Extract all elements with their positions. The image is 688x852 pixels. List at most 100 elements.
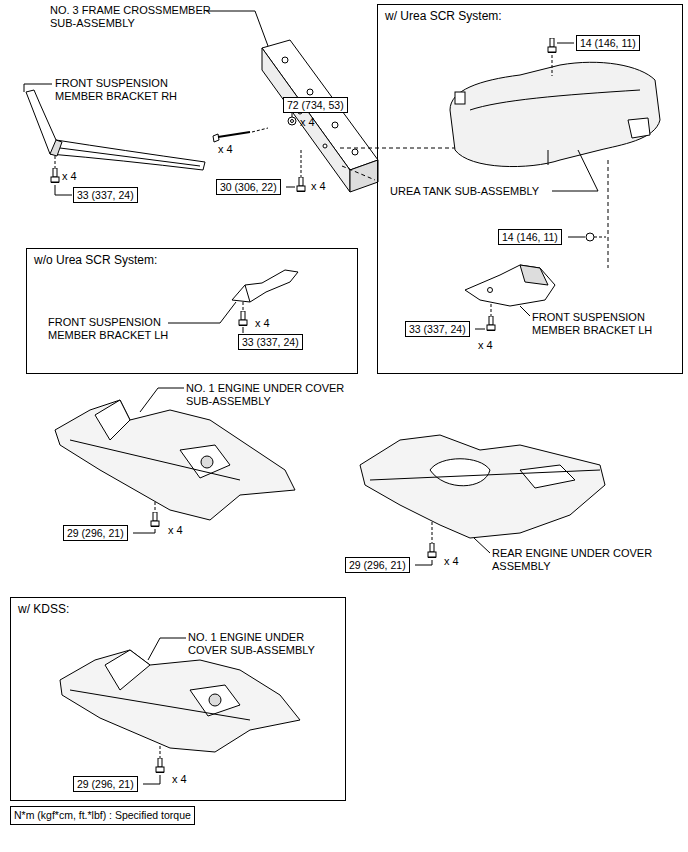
- crossmember-part: [262, 48, 350, 192]
- bolt: [475, 304, 495, 331]
- torque-box: 33 (337, 24): [238, 334, 303, 350]
- leader-line-part: [206, 11, 268, 46]
- bolt-part: [286, 187, 295, 188]
- crossmember-part: [352, 149, 358, 155]
- nut-part: [288, 117, 296, 125]
- leader-line-part: [24, 84, 52, 92]
- bracket-rh-part: [60, 148, 200, 166]
- engine-under-cover-part: [180, 445, 230, 478]
- nut-part: [292, 113, 293, 117]
- torque-box: 29 (296, 21): [345, 557, 410, 573]
- bolt-part: [51, 168, 59, 183]
- engine-under-cover-part: [105, 650, 150, 690]
- long-bolt-part: [213, 134, 219, 142]
- bolt-part: [239, 311, 247, 326]
- bolt-part: [552, 55, 553, 76]
- bracket-lh-part: [465, 265, 555, 306]
- variant-panel: w/o Urea SCR System: 33 (337, 24): [26, 248, 358, 374]
- torque-box: 14 (146, 11): [498, 229, 562, 245]
- engine-under-cover-part: [70, 690, 250, 720]
- part-name: REAR ENGINE UNDER COVER ASSEMBLY: [492, 547, 657, 573]
- torque-box: 72 (734, 53): [283, 97, 348, 113]
- fastener: [568, 233, 606, 241]
- leader-line-part: [552, 150, 598, 191]
- engine-under-cover-part: [60, 650, 300, 752]
- crossmember-part: [282, 57, 288, 63]
- panel-heading: w/ KDSS:: [11, 598, 345, 616]
- quantity: x 4: [300, 116, 315, 129]
- urea-tank: [450, 62, 660, 166]
- quantity: x 4: [62, 170, 77, 183]
- rear-under-cover-part: [430, 459, 490, 486]
- torque-box: 29 (296, 21): [73, 776, 138, 792]
- leader-line: [24, 84, 52, 92]
- bolt: [239, 302, 247, 333]
- torque-value: 72 (734, 53): [287, 99, 344, 111]
- bolt-part: [297, 177, 305, 192]
- part-name: FRONT SUSPENSION MEMBER BRACKET LH: [532, 311, 677, 337]
- torque-value: 33 (337, 24): [409, 323, 466, 335]
- bolt-part: [548, 38, 556, 53]
- torque-note-box: N*m (kgf*cm, ft.*lbf) : Specified torque: [10, 806, 195, 825]
- variant-panel: w/ KDSS: 29 (296, 21): [10, 597, 346, 801]
- torque-box: 14 (146, 11): [576, 35, 640, 51]
- engine-under-cover-part: [95, 400, 130, 440]
- bracket-lh-part: [520, 265, 548, 285]
- torque-box: 33 (337, 24): [405, 321, 470, 337]
- torque-value: 33 (337, 24): [77, 189, 134, 201]
- torque-box: 29 (296, 21): [63, 525, 128, 541]
- long-bolt-part: [252, 128, 268, 132]
- leader-line-part: [520, 306, 530, 316]
- bolt-part: [487, 316, 495, 331]
- rear-under-cover-part: [520, 465, 575, 488]
- torque-value: 29 (296, 21): [67, 527, 124, 539]
- quantity: x 4: [444, 555, 459, 568]
- leader-line-part: [168, 302, 236, 323]
- bolt-part: [155, 502, 156, 512]
- crossmember: [262, 40, 378, 192]
- engine-under-cover-part: [201, 456, 213, 468]
- leader-line: [206, 11, 268, 46]
- torque-value: 14 (146, 11): [502, 231, 558, 243]
- panel-heading: w/ Urea SCR System:: [378, 5, 682, 23]
- torque-value: 14 (146, 11): [580, 37, 636, 49]
- bolt-part: [151, 512, 159, 527]
- bolt-part: [243, 327, 244, 333]
- panel-heading: w/o Urea SCR System:: [27, 249, 357, 267]
- bracket-lh-part: [245, 285, 250, 302]
- bolt-part: [133, 529, 155, 533]
- torque-value: 33 (337, 24): [242, 336, 299, 348]
- urea-tank-part: [470, 90, 640, 110]
- bolt-part: [143, 775, 160, 784]
- relation-line-part: [342, 166, 375, 180]
- bracket-lh: [232, 270, 298, 302]
- bolt: [133, 502, 159, 533]
- bolt-part: [160, 746, 161, 758]
- engine-under-cover-part: [70, 440, 240, 480]
- part-name: NO. 1 ENGINE UNDER COVER SUB-ASSEMBLY: [188, 631, 343, 657]
- quantity: x 4: [311, 180, 326, 193]
- part-name: FRONT SUSPENSION MEMBER BRACKET LH: [48, 316, 198, 342]
- quantity: x 4: [478, 339, 493, 352]
- leader-line-part: [148, 638, 186, 660]
- rear-under-cover-part: [360, 435, 605, 538]
- bolt: [548, 38, 574, 76]
- relation-line: [608, 160, 609, 268]
- crossmember-part: [323, 144, 327, 148]
- engine-under-cover-part: [209, 694, 221, 706]
- urea-tank-part: [455, 92, 465, 104]
- engine-under-cover-part: [55, 400, 295, 520]
- engine-under-cover: [55, 400, 295, 520]
- leader-line: [148, 638, 186, 660]
- bolt-part: [475, 329, 485, 330]
- urea-tank-part: [548, 150, 549, 165]
- bolt-part: [243, 302, 244, 311]
- bolt-part: [428, 543, 436, 558]
- quantity: x 4: [168, 524, 183, 537]
- torque-value: 29 (296, 21): [77, 778, 134, 790]
- rear-under-cover: [360, 435, 605, 538]
- part-name: FRONT SUSPENSION MEMBER BRACKET RH: [55, 77, 195, 103]
- bolt: [415, 522, 436, 565]
